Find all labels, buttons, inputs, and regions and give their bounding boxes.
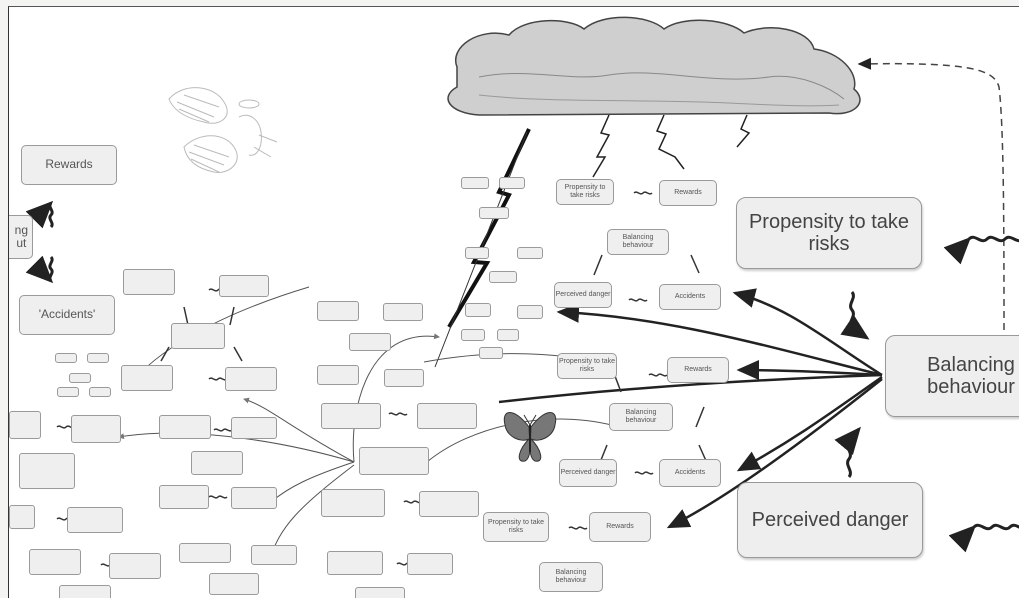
mini-node — [179, 543, 231, 563]
mini-node — [465, 247, 489, 259]
cluster-mr-propensity-node: Propensity to take risks — [557, 353, 617, 379]
mini-node — [497, 329, 519, 341]
perceived-danger-node: Perceived danger — [737, 482, 923, 558]
mini-node — [321, 403, 381, 429]
mini-node — [251, 545, 297, 565]
cluster-tr-balancing-node: Balancing behaviour — [607, 229, 669, 255]
mini-node — [121, 365, 173, 391]
balancing-behaviour-node: Balancing behaviour — [885, 335, 1019, 417]
mini-node — [327, 551, 383, 575]
mini-node — [69, 373, 91, 383]
mini-node — [321, 489, 385, 517]
diagram-canvas: Propensity to take risks Balancing behav… — [8, 6, 1019, 598]
mini-node — [231, 487, 277, 509]
mini-node — [479, 207, 509, 219]
mini-node — [349, 333, 391, 351]
mini-node — [417, 403, 477, 429]
balancing-node-left-fragment: ng ut — [9, 215, 33, 259]
butterfly-icon — [503, 412, 557, 462]
mini-node — [499, 177, 525, 189]
cluster-mr-balancing-node: Balancing behaviour — [609, 403, 673, 431]
mini-node — [159, 485, 209, 509]
cluster-tr-rewards-node: Rewards — [659, 180, 717, 206]
mini-node — [231, 417, 277, 439]
mini-node — [461, 177, 489, 189]
mini-node — [419, 491, 479, 517]
mini-node — [517, 247, 543, 259]
mini-node — [317, 365, 359, 385]
mini-node — [9, 505, 35, 529]
mini-node — [59, 585, 111, 598]
cluster-mr-perceived-node: Perceived danger — [559, 459, 617, 487]
mini-node — [57, 387, 79, 397]
mini-node — [67, 507, 123, 533]
mini-node-central — [359, 447, 429, 475]
cluster-tr-accidents-node: Accidents — [659, 284, 721, 310]
propensity-to-take-risks-node: Propensity to take risks — [736, 197, 922, 269]
mini-node — [355, 587, 405, 598]
mini-node — [109, 553, 161, 579]
cluster-bc-balancing-node: Balancing behaviour — [539, 562, 603, 592]
mini-node — [71, 415, 121, 443]
mini-node — [225, 367, 277, 391]
mini-node — [517, 305, 543, 319]
mini-node — [171, 323, 225, 349]
feedback-loop-arrow — [857, 57, 1005, 343]
mini-node — [87, 353, 109, 363]
mini-node — [55, 353, 77, 363]
cluster-mr-accidents-node: Accidents — [659, 459, 721, 487]
mini-node — [465, 303, 491, 317]
mini-node — [89, 387, 111, 397]
storm-cloud-icon — [447, 16, 861, 178]
mini-node — [407, 553, 453, 575]
balancing-arrows — [498, 288, 883, 529]
accidents-node-left: 'Accidents' — [19, 295, 115, 335]
mini-node — [191, 451, 243, 475]
mini-node — [383, 303, 423, 321]
rewards-node-left: Rewards — [21, 145, 117, 185]
mini-node — [219, 275, 269, 297]
mini-node — [461, 329, 485, 341]
cluster-bc-rewards-node: Rewards — [589, 512, 651, 542]
mini-node — [159, 415, 211, 439]
cluster-bc-propensity-node: Propensity to take risks — [483, 512, 549, 542]
mini-node — [123, 269, 175, 295]
cluster-tr-propensity-node: Propensity to take risks — [556, 179, 614, 205]
mini-node — [19, 453, 75, 489]
cluster-tr-perceived-node: Perceived danger — [554, 282, 612, 308]
mini-node — [489, 271, 517, 283]
mini-node — [29, 549, 81, 575]
squiggle-arrows — [25, 200, 1019, 553]
mini-node — [384, 369, 424, 387]
cluster-mr-rewards-node: Rewards — [667, 357, 729, 383]
mini-node — [317, 301, 359, 321]
angel-icon — [168, 87, 278, 173]
mini-node — [209, 573, 259, 595]
mini-node — [9, 411, 41, 439]
mini-node — [479, 347, 503, 359]
